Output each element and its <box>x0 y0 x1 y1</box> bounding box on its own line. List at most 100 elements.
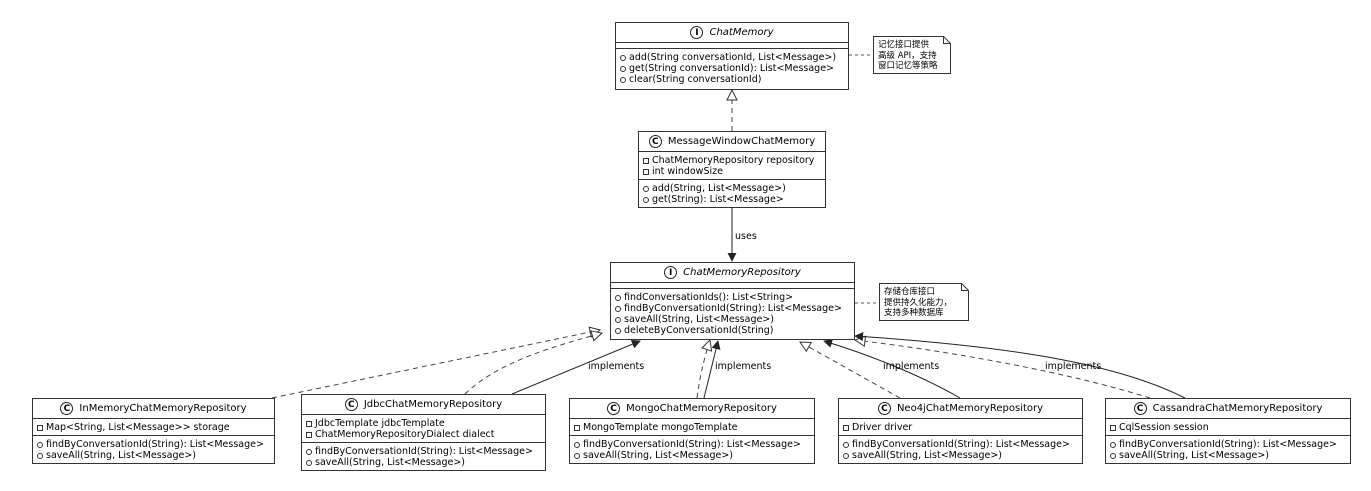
class-name: ChatMemoryRepository <box>683 267 801 278</box>
method-row: add(String, List<Message>) <box>643 183 821 194</box>
method-row: saveAll(String, List<Message>) <box>574 450 810 461</box>
edge-mongo-implements-repository <box>703 340 721 399</box>
attribute-row: ChatMemoryRepositoryDialect dialect <box>306 429 541 440</box>
note-repository: 存储仓库接口 提供持久化能力， 支持多种数据库 <box>879 283 969 321</box>
public-icon <box>37 452 43 459</box>
method-row: deleteByConversationId(String) <box>615 325 850 336</box>
edge-label-neo4j-implements: implements <box>883 361 940 372</box>
class-neo4jchatmemoryrepository: C Neo4jChatMemoryRepository Driver drive… <box>838 398 1083 464</box>
class-name: InMemoryChatMemoryRepository <box>79 403 247 414</box>
class-cassandrachatmemoryrepository: C CassandraChatMemoryRepository CqlSessi… <box>1105 398 1351 464</box>
edge-label-jdbc-implements: implements <box>588 361 645 372</box>
note-chatmemory: 记忆接口提供 高级 API，支持 窗口记忆等策略 <box>873 36 951 74</box>
public-icon <box>843 441 849 448</box>
attributes-section <box>611 283 854 289</box>
class-header: C InMemoryChatMemoryRepository <box>33 399 274 419</box>
method-row: saveAll(String, List<Message>) <box>1110 450 1346 461</box>
note-line: 记忆接口提供 <box>878 40 930 50</box>
method-row: get(String): List<Message> <box>643 194 821 205</box>
method-row: findByConversationId(String): List<Messa… <box>615 303 850 314</box>
class-name: JdbcChatMemoryRepository <box>363 399 503 410</box>
public-icon <box>643 185 649 192</box>
method-row: saveAll(String, List<Message>) <box>37 450 270 461</box>
note-text: 存储仓库接口 提供持久化能力， 支持多种数据库 <box>884 287 959 319</box>
note-line: 存储仓库接口 <box>884 287 936 297</box>
class-header: C JdbcChatMemoryRepository <box>302 395 545 415</box>
class-mongochatmemoryrepository: C MongoChatMemoryRepository MongoTemplat… <box>569 398 815 464</box>
note-line: 支持多种数据库 <box>884 308 944 318</box>
attributes-section <box>616 43 848 49</box>
class-header: C CassandraChatMemoryRepository <box>1106 399 1350 419</box>
methods-section: add(String, List<Message>) get(String): … <box>639 180 825 207</box>
attributes-section: Map<String, List<Message>> storage <box>33 419 274 436</box>
interface-stereotype-icon: I <box>690 26 704 39</box>
public-icon <box>620 65 626 72</box>
class-name: MongoChatMemoryRepository <box>626 403 777 414</box>
public-icon <box>620 54 626 61</box>
methods-section: findByConversationId(String): List<Messa… <box>33 436 274 463</box>
method-row: saveAll(String, List<Message>) <box>615 314 850 325</box>
class-chatmemoryrepository: I ChatMemoryRepository findConversationI… <box>610 262 855 340</box>
method-row: saveAll(String, List<Message>) <box>843 450 1078 461</box>
public-icon <box>574 441 580 448</box>
class-header: C MongoChatMemoryRepository <box>570 399 814 419</box>
method-row: findByConversationId(String): List<Messa… <box>574 439 810 450</box>
methods-section: findByConversationId(String): List<Messa… <box>302 443 545 470</box>
private-icon <box>574 424 580 431</box>
public-icon <box>620 76 626 83</box>
method-row: findByConversationId(String): List<Messa… <box>37 439 270 450</box>
public-icon <box>37 441 43 448</box>
class-stereotype-icon: C <box>648 135 662 148</box>
attributes-section: ChatMemoryRepository repository int wind… <box>639 152 825 180</box>
method-row: saveAll(String, List<Message>) <box>306 457 541 468</box>
private-icon <box>306 431 312 438</box>
attributes-section: Driver driver <box>839 419 1082 436</box>
class-stereotype-icon: C <box>877 402 891 415</box>
private-icon <box>306 420 312 427</box>
methods-section: add(String conversationId, List<Message>… <box>616 49 848 87</box>
methods-section: findByConversationId(String): List<Messa… <box>570 436 814 463</box>
interface-stereotype-icon: I <box>664 266 678 279</box>
edge-neo4j-implements-repository <box>823 339 961 399</box>
attribute-row: int windowSize <box>643 166 821 177</box>
private-icon <box>643 168 649 175</box>
edge-inmemory-realizes-repository <box>271 330 600 399</box>
class-header: I ChatMemoryRepository <box>611 263 854 283</box>
attribute-row: ChatMemoryRepository repository <box>643 155 821 166</box>
private-icon <box>1110 424 1116 431</box>
edge-cassandra-implements-repository <box>854 332 1186 399</box>
public-icon <box>574 452 580 459</box>
class-inmemorychatmemoryrepository: C InMemoryChatMemoryRepository Map<Strin… <box>32 398 275 464</box>
method-row: findByConversationId(String): List<Messa… <box>1110 439 1346 450</box>
edge-label-mongo-implements: implements <box>715 361 772 372</box>
attributes-section: JdbcTemplate jdbcTemplate ChatMemoryRepo… <box>302 415 545 443</box>
attribute-row: Driver driver <box>843 422 1078 433</box>
class-stereotype-icon: C <box>344 398 358 411</box>
class-name: ChatMemory <box>709 27 774 38</box>
attribute-row: JdbcTemplate jdbcTemplate <box>306 418 541 429</box>
attribute-row: Map<String, List<Message>> storage <box>37 422 270 433</box>
methods-section: findByConversationId(String): List<Messa… <box>1106 436 1350 463</box>
methods-section: findConversationIds(): List<String> find… <box>611 289 854 338</box>
private-icon <box>843 424 849 431</box>
public-icon <box>1110 441 1116 448</box>
class-name: Neo4jChatMemoryRepository <box>896 403 1044 414</box>
attributes-section: MongoTemplate mongoTemplate <box>570 419 814 436</box>
note-line: 高级 API，支持 <box>878 50 937 61</box>
edge-mongo-realizes-repository <box>696 340 710 399</box>
attribute-row: CqlSession session <box>1110 422 1346 433</box>
method-row: clear(String conversationId) <box>620 74 844 85</box>
public-icon <box>306 459 312 466</box>
edge-cassandra-realizes-repository <box>855 340 1151 399</box>
class-stereotype-icon: C <box>607 402 621 415</box>
public-icon <box>1110 452 1116 459</box>
edge-jdbc-implements-repository <box>511 339 641 395</box>
class-header: C Neo4jChatMemoryRepository <box>839 399 1082 419</box>
note-line: 提供持久化能力， <box>884 297 953 308</box>
class-jdbcchatmemoryrepository: C JdbcChatMemoryRepository JdbcTemplate … <box>301 394 546 471</box>
method-row: add(String conversationId, List<Message>… <box>620 52 844 63</box>
edge-label-uses: uses <box>735 231 757 242</box>
public-icon <box>615 305 621 312</box>
note-text: 记忆接口提供 高级 API，支持 窗口记忆等策略 <box>878 40 941 72</box>
